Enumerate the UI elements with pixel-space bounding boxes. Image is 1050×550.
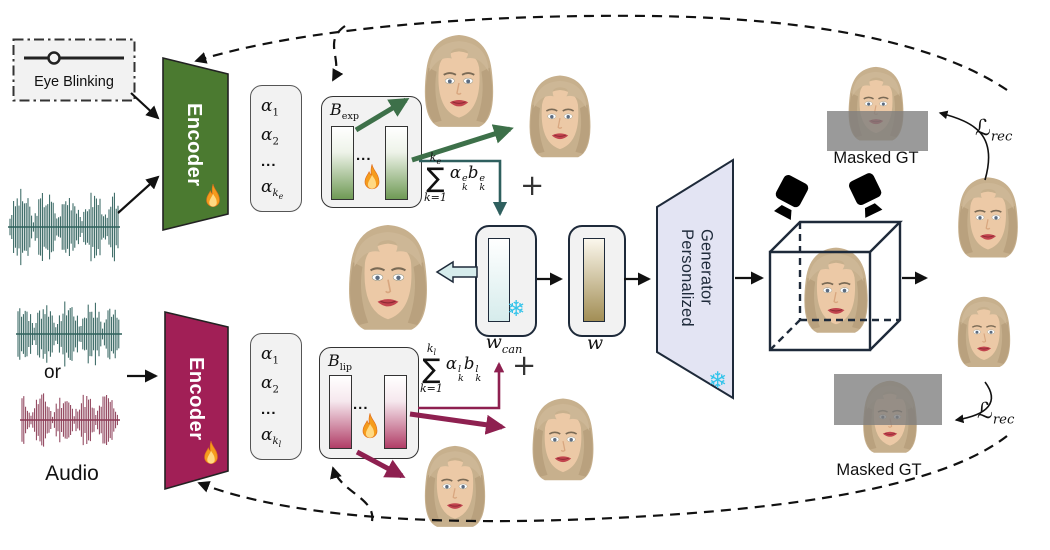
lip-encoder-label: Encoder: [184, 357, 207, 441]
face-expression-sample-1: [408, 28, 510, 142]
alpha-ke-exp: αke: [261, 176, 284, 201]
masked-gt-bottom-label: Masked GT: [836, 461, 922, 479]
alpha-1-exp: α1: [261, 96, 279, 119]
eye-blinking-label: Eye Blinking: [34, 74, 114, 90]
reconstruction-loss-bottom: ℒrec: [977, 399, 1015, 428]
alpha-1-lip: α1: [261, 344, 279, 367]
exp-sum-lower-limit: k=1: [424, 190, 447, 204]
dashed-branch-to-bexp: [332, 25, 346, 82]
alpha-2-lip: α2: [261, 372, 279, 396]
camera-icon-left: [774, 175, 809, 220]
w-latent-bar: [583, 238, 605, 322]
lip-basis-box: Blip ...: [319, 347, 419, 459]
snowflake-icon-wcan: ❄: [507, 297, 526, 322]
lip-coefficients-ellipsis: ...: [261, 401, 277, 419]
exp-basis-bar-1: [331, 126, 354, 200]
dashed-branch-to-blip: [330, 466, 374, 522]
expression-basis-box: Bexp ...: [321, 96, 422, 208]
wcan-label: wcan: [485, 331, 523, 356]
wcan-latent-box: ❄: [475, 225, 537, 337]
exp-sum-sigma: ∑: [426, 163, 445, 195]
wcan-latent-bar: [488, 238, 510, 322]
lip-sum-sigma: ∑: [422, 354, 441, 386]
expression-encoder-label: Encoder: [182, 103, 205, 187]
or-label: or: [44, 362, 61, 383]
exp-basis-bar-2: [385, 126, 408, 200]
lip-plus-sign: +: [512, 348, 537, 382]
fire-icon-lip-basis: [356, 412, 384, 445]
exp-basis-ellipsis: ...: [356, 147, 372, 164]
masked-gt-top-label: Masked GT: [833, 149, 919, 167]
lip-basis-ellipsis: ...: [353, 396, 369, 413]
audio-waveform-maroon: [20, 393, 120, 447]
face-lip-sample-2: [506, 393, 620, 493]
exp-plus-sign: +: [520, 168, 545, 202]
exp-coefficients-ellipsis: ...: [261, 153, 277, 171]
slider-icon[interactable]: [22, 48, 126, 68]
b-exp-label: Bexp: [330, 100, 359, 123]
face-output-bottom: [925, 292, 1043, 378]
face-output-top: [930, 172, 1046, 270]
fire-icon-exp-basis: [358, 163, 386, 196]
exp-coefficients-box: α1 α2 ... αke: [250, 85, 302, 212]
lip-sum-lower-limit: k=1: [420, 381, 443, 395]
reconstruction-loss-top: ℒrec: [975, 116, 1013, 145]
fire-icon-exp-encoder: [200, 183, 226, 213]
lip-sum-upper-limit: kl: [426, 342, 437, 358]
dash-dot-border: [12, 38, 136, 102]
arrow-audio-to-exp-encoder: [117, 175, 160, 214]
audio-waveform-top: [8, 188, 120, 266]
b-lip-label: Blip: [328, 351, 353, 374]
snowflake-icon-generator: ❄: [708, 368, 728, 394]
audio-waveform-teal: [16, 301, 122, 367]
lip-coefficients-box: α1 α2 ... αkl: [250, 333, 302, 460]
alpha-kl-lip: αkl: [261, 424, 282, 449]
w-label: w: [586, 332, 604, 354]
alpha-2-exp: α2: [261, 124, 279, 148]
w-latent-box: [568, 225, 626, 337]
fire-icon-lip-encoder: [198, 440, 224, 470]
face-in-cube: [787, 242, 885, 346]
face-canonical: [328, 218, 448, 346]
lip-basis-bar-1: [329, 375, 352, 449]
lip-basis-bar-2: [384, 375, 407, 449]
gt-mask-overlay-bottom: [834, 374, 942, 425]
arrow-blip-to-face2: [409, 411, 506, 435]
gt-mask-overlay-top: [827, 111, 928, 151]
face-lip-sample-1: [410, 436, 500, 544]
camera-icon-right: [848, 173, 883, 218]
face-expression-sample-2: [510, 70, 610, 170]
eye-blinking-control: Eye Blinking: [12, 38, 136, 102]
audio-label: Audio: [45, 462, 99, 485]
